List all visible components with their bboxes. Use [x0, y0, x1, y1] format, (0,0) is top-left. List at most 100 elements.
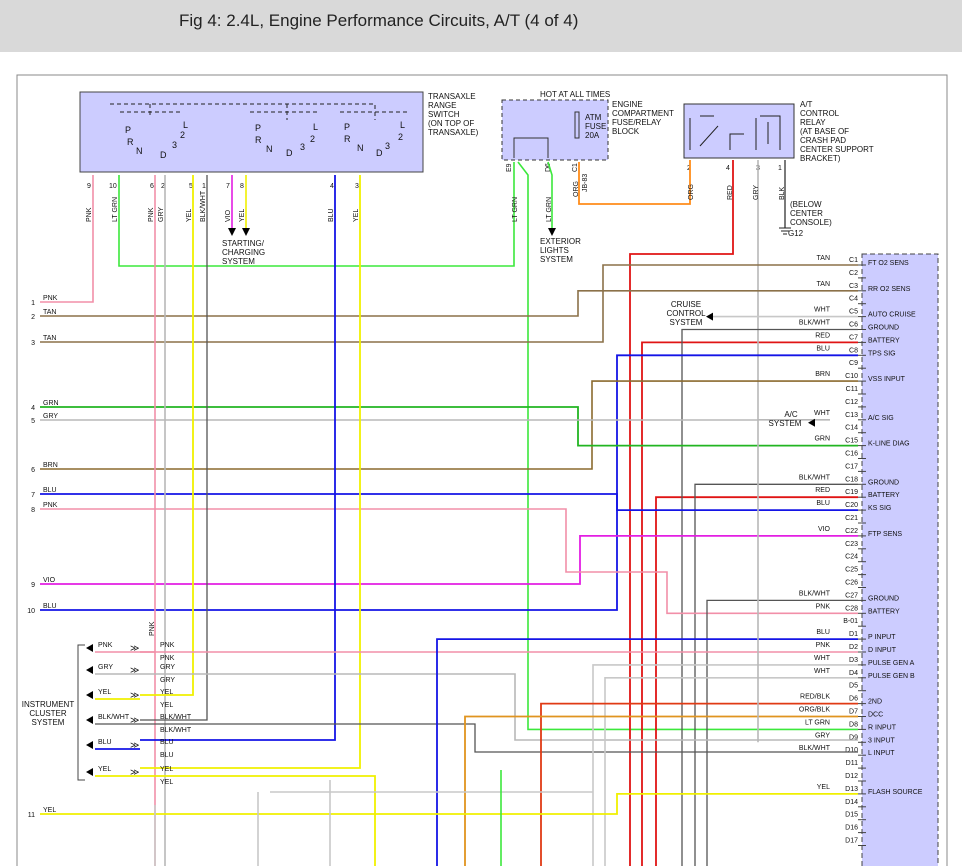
switch-pos-l: L [183, 120, 188, 130]
wire-orgblk-d7 [464, 715, 858, 866]
cluster-extra-label-2: YEL [160, 702, 173, 709]
pcm-wire-label-c28: PNK [816, 603, 831, 610]
pcm-wire-label-d4: WHT [814, 668, 831, 675]
relay-wire-label-blk: BLK [779, 186, 786, 200]
wire-grn-c15 [40, 406, 858, 447]
ac-label-line-1: A/C [784, 410, 798, 419]
wire-ltgrn-ext [547, 161, 553, 228]
switch-pos-2-3: 2 [398, 132, 403, 142]
relay-pin-4: 4 [726, 165, 730, 172]
cluster-wire-out-4: BLU [160, 739, 174, 746]
left-connector-wire-8: PNK [43, 502, 58, 509]
wire-wht-d3 [592, 664, 858, 866]
pcm-func-c27: GROUND [868, 595, 899, 602]
pcm-func-c10: VSS INPUT [868, 376, 906, 383]
ground-id-label: G12 [788, 229, 804, 238]
pcm-pin-c11: C11 [846, 386, 858, 393]
wire-ltgrn-d8 [517, 161, 858, 731]
pcm-pin-d6: D6 [849, 696, 858, 703]
left-connector-wire-5: GRY [43, 413, 58, 420]
starting-label-line-3: SYSTEM [222, 257, 255, 266]
pcm-func-c22: FTP SENS [868, 531, 902, 538]
relay-pin-2: 2 [687, 165, 691, 172]
hot-at-all-times-label: HOT AT ALL TIMES [540, 90, 610, 99]
cluster-arrow-2 [86, 691, 93, 699]
cluster-extra-label-1: GRY [160, 677, 175, 684]
switch-pos-d-3: D [376, 148, 383, 158]
instrument-cluster-bracket [77, 644, 85, 781]
transaxle-wire-label-vio7: VIO [225, 209, 232, 222]
left-connector-pin-8: 8 [31, 507, 35, 514]
pcm-wire-label-c19: RED [815, 487, 830, 494]
cluster-extra-label-4: BLU [160, 752, 174, 759]
wire-bw-1 [140, 175, 208, 721]
switch-pos-n-2: N [266, 144, 273, 154]
pcm-pin-d8: D8 [849, 721, 858, 728]
transaxle-pin-9: 9 [87, 183, 91, 190]
relay-wire-label-gry: GRY [753, 185, 760, 200]
transaxle-wire-label-blu4: BLU [328, 208, 335, 222]
pcm-wire-label-c8: BLU [816, 345, 830, 352]
transaxle-wire-label-pnk6: PNK [148, 207, 155, 222]
left-connector-wire-10: BLU [43, 603, 57, 610]
pcm-func-d3: PULSE GEN A [868, 660, 915, 667]
fuse-pin-e9: E9 [506, 163, 513, 172]
switch-pos-2-2: 2 [310, 134, 315, 144]
pcm-wire-label-c3: TAN [817, 281, 830, 288]
switch-pos-n: N [136, 146, 143, 156]
pcm-pin-c10: C10 [845, 373, 858, 380]
left-connector-wire-3: TAN [43, 335, 56, 342]
exterior-label-line-2: LIGHTS [540, 246, 569, 255]
pcm-pin-c21: C21 [845, 515, 858, 522]
wire-brn-c10 [40, 380, 858, 470]
relay-wire-label-org: ORG [688, 184, 695, 200]
starting-label-line-2: CHARGING [222, 248, 265, 257]
title-bar: Fig 4: 2.4L, Engine Performance Circuits… [0, 0, 962, 52]
wire-bw-c18 [694, 483, 858, 866]
fuse-wire-label-d6: LT GRN [546, 197, 553, 222]
switch-pos-2: 2 [180, 130, 185, 140]
fuse-block-label-line-4: BLOCK [612, 127, 640, 136]
wire-red-c19 [655, 496, 858, 866]
transaxle-pin-3: 3 [355, 183, 359, 190]
pcm-wire-label-c1: TAN [817, 255, 830, 262]
pcm-wire-label-c6: BLK/WHT [799, 320, 831, 327]
pcm-pin-c4: C4 [849, 296, 858, 303]
switch-pos-l-2: L [313, 122, 318, 132]
exterior-label-line-3: SYSTEM [540, 255, 573, 264]
left-connector-wire-7: BLU [43, 487, 57, 494]
cluster-wire-in-0: PNK [98, 642, 113, 649]
cruise-arrow [706, 312, 713, 321]
transaxle-pin-5: 5 [189, 183, 193, 190]
transaxle-pin-10: 10 [109, 183, 117, 190]
cluster-wire-in-1: GRY [98, 664, 113, 671]
transaxle-switch-labels: P R N D 3 2 L P R N D 3 2 L P R N D 3 2 … [125, 120, 405, 160]
pcm-func-c19: BATTERY [868, 492, 900, 499]
exterior-label-line-1: EXTERIOR [540, 237, 581, 246]
wire-pnk-1 [40, 175, 94, 303]
cluster-arrow-0 [86, 644, 93, 652]
pcm-pin-c12: C12 [845, 399, 858, 406]
left-connector-pin-6: 6 [31, 467, 35, 474]
fuse-label-line-1: ATM [585, 113, 602, 122]
pcm-pin-d14: D14 [845, 799, 858, 806]
pcm-pin-c5: C5 [849, 309, 858, 316]
pcm-func-d7: DCC [868, 712, 883, 719]
left-connector-wire-6: BRN [43, 462, 58, 469]
transaxle-wire-label-yel3: YEL [353, 209, 360, 222]
left-connector-pin-11: 11 [28, 812, 35, 819]
fuse-label-line-3: 20A [585, 131, 600, 140]
pcm-pin-d3: D3 [849, 657, 858, 664]
pcm-func-c8: TPS SIG [868, 350, 896, 357]
pcm-pin-d4: D4 [849, 670, 858, 677]
pcm-wire-label-d2: PNK [816, 642, 831, 649]
pcm-func-d2: D INPUT [868, 647, 897, 654]
transaxle-pin-numbers: 9 10 6 2 5 1 7 8 4 3 [87, 183, 359, 190]
transaxle-pin-7: 7 [226, 183, 230, 190]
relay-pin-1: 1 [778, 165, 782, 172]
pcm-func-c1: FT O2 SENS [868, 260, 909, 267]
ac-arrow [808, 418, 815, 427]
pcm-connector [861, 253, 939, 866]
pcm-func-d1: P INPUT [868, 634, 896, 641]
